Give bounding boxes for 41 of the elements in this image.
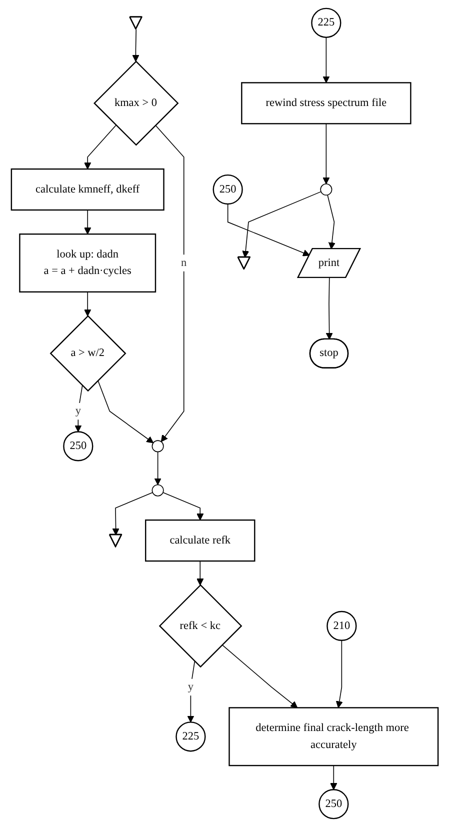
arrow <box>327 194 336 250</box>
arrow <box>74 385 84 432</box>
arrow <box>154 451 162 486</box>
arrow <box>322 36 330 84</box>
node-circle: 250 <box>318 789 349 820</box>
arrow <box>84 210 92 234</box>
node-box: rewind stress spectrum file <box>241 82 412 124</box>
arrow <box>84 292 92 316</box>
arrow <box>242 191 322 258</box>
arrow <box>162 492 204 520</box>
node-diamond: a > w/2 <box>50 315 126 392</box>
arrow <box>155 124 185 442</box>
node-box: calculate kmneff, dkeff <box>11 168 165 211</box>
arrow <box>132 28 140 62</box>
node-box: determine final crack-length more accurately <box>228 707 439 766</box>
node-box: calculate refk <box>145 519 256 562</box>
node-box: look up: dadn a = a + dadn·cycles <box>19 234 156 293</box>
node-circle <box>152 440 164 452</box>
arrow <box>330 765 338 790</box>
arrow <box>98 380 154 444</box>
node-circle: 210 <box>326 610 357 642</box>
node-circle: 225 <box>176 722 206 752</box>
arrow <box>187 660 196 722</box>
edge-label: n <box>181 256 187 270</box>
node-circle <box>320 184 332 196</box>
arrow <box>112 492 154 536</box>
arrow <box>336 640 344 708</box>
node-circle: 225 <box>311 8 342 38</box>
arrow <box>196 560 204 586</box>
edge-label: y <box>76 405 82 418</box>
arrow <box>228 204 310 256</box>
node-diamond: refk < kc <box>159 584 242 668</box>
arrow <box>222 644 298 708</box>
edge-label: y <box>188 681 194 694</box>
node-circle: 250 <box>213 174 244 205</box>
arrow <box>326 277 334 340</box>
arrow <box>84 124 117 170</box>
node-circle: 250 <box>63 431 94 462</box>
arrow <box>322 123 330 184</box>
node-circle <box>152 484 164 496</box>
node-diamond: kmax > 0 <box>94 60 179 146</box>
